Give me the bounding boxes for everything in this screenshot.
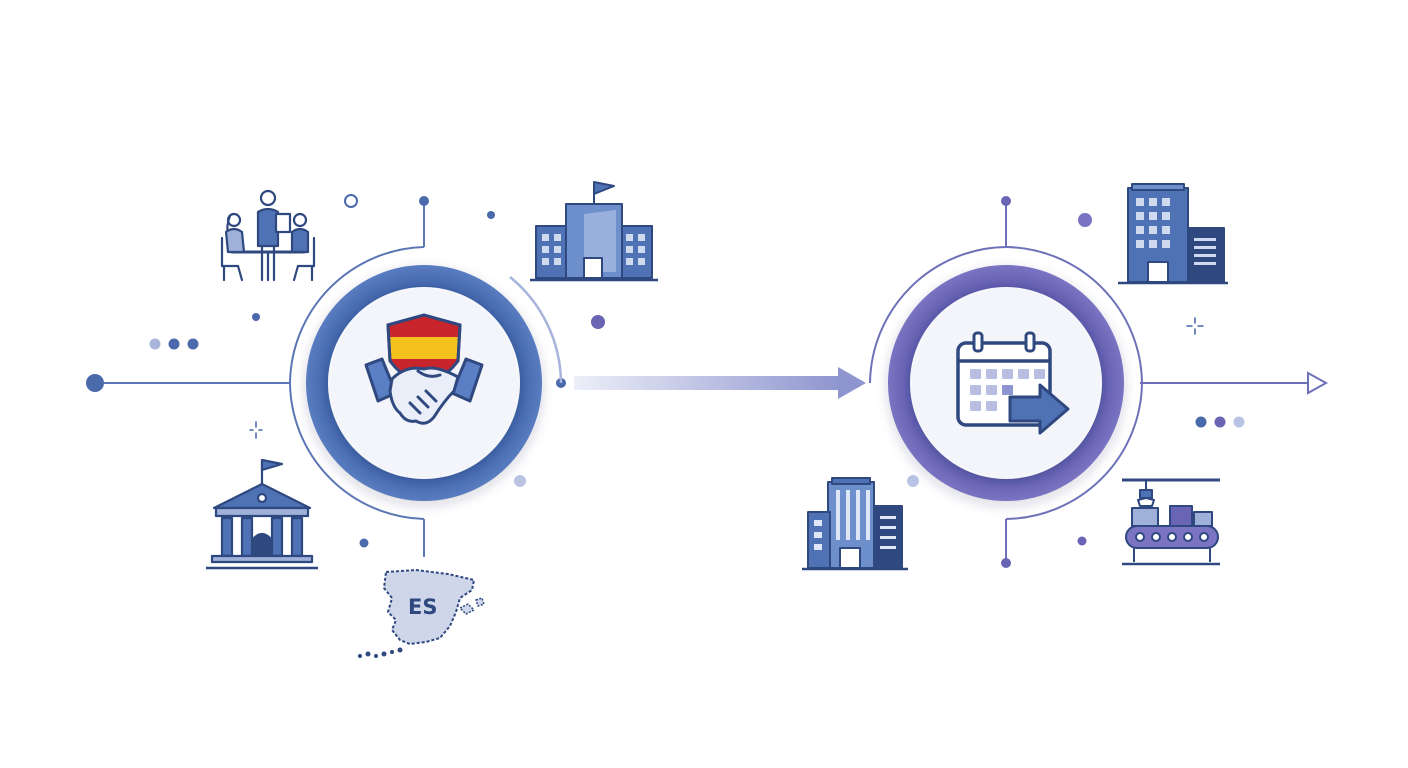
sparkle-icon <box>249 421 263 439</box>
sparkle-icon <box>1186 317 1204 335</box>
calendar-arrow-icon <box>956 331 1070 435</box>
office-block-icon <box>802 477 908 571</box>
left-entry-line <box>86 374 290 392</box>
office-campus-icon <box>530 181 658 282</box>
handshake-shield-icon <box>364 313 484 425</box>
exit-arrow <box>1140 371 1329 395</box>
factory-conveyor-icon <box>1122 478 1220 566</box>
decorative-dots <box>149 194 1245 548</box>
team-meeting-icon <box>220 189 316 282</box>
government-building-icon <box>206 458 318 570</box>
flow-arrow <box>556 367 866 399</box>
spain-map-label: ES <box>408 595 437 619</box>
office-tower-icon <box>1118 183 1228 285</box>
spain-map-icon: ES <box>358 569 485 658</box>
